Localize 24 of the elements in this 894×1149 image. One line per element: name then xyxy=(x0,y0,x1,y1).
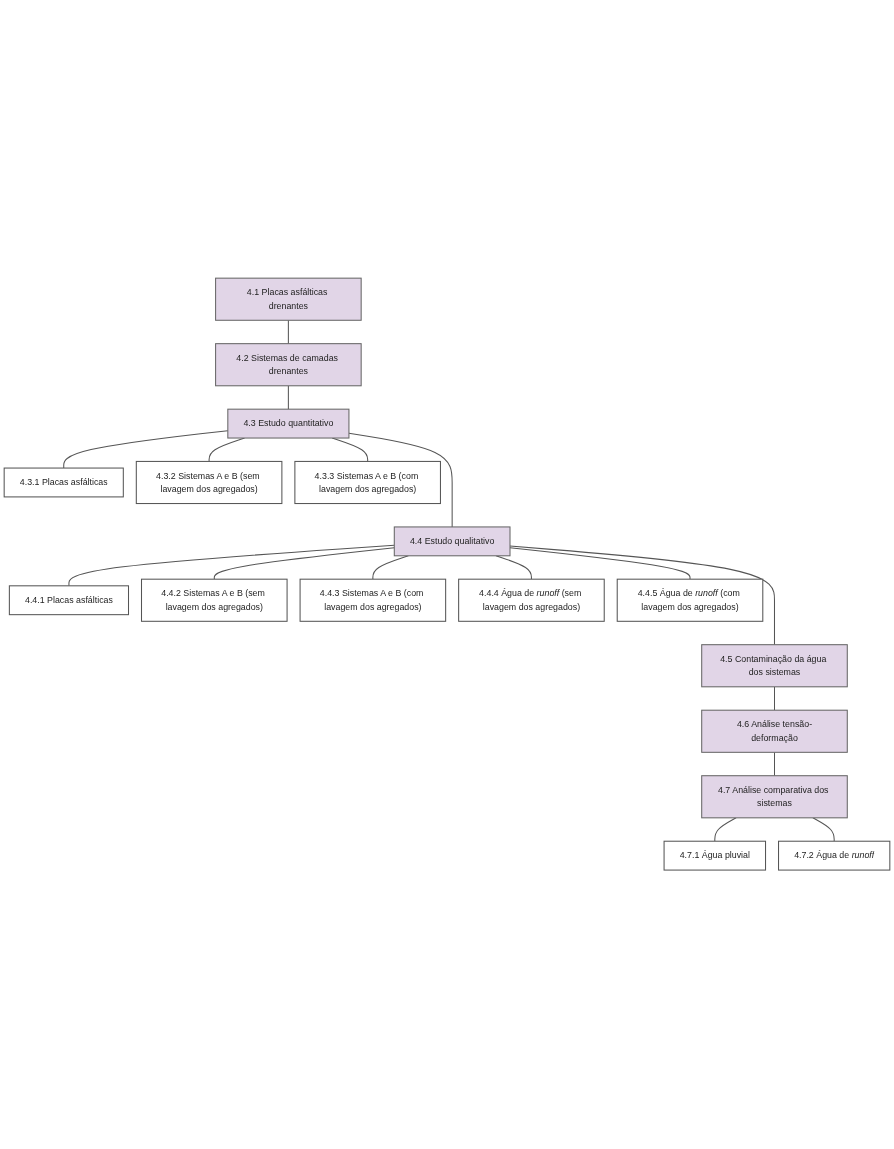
connector xyxy=(68,545,395,587)
connector xyxy=(773,752,775,777)
node-box: 4.3.3 Sistemas A e B (com lavagem dos agregados) xyxy=(294,461,441,505)
node-box: 4.7.2 Água de runoff xyxy=(778,841,891,871)
node-box: 4.4.3 Sistemas A e B (com lavagem dos agregados) xyxy=(299,579,447,623)
node-box: 4.7.1 Água pluvial xyxy=(663,841,767,871)
node-box: 4.4 Estudo qualitativo xyxy=(393,526,511,557)
connector xyxy=(348,433,453,528)
node-box: 4.4.5 Água de runoff (com lavagem dos agregados) xyxy=(616,579,764,623)
connector xyxy=(773,686,775,712)
node-box: 4.3.2 Sistemas A e B (sem lavagem dos agregados) xyxy=(135,461,283,505)
node-box: 4.4.4 Água de runoff (sem lavagem dos agregados) xyxy=(458,579,605,623)
node-box: 4.7 Análise comparativa dos sistemas xyxy=(701,775,848,819)
connector xyxy=(287,320,289,345)
node-box: 4.4.1 Placas asfálticas xyxy=(8,585,130,616)
connector xyxy=(213,547,395,581)
node-box: 4.1 Placas asfálticas drenantes xyxy=(215,278,362,322)
node-box: 4.2 Sistemas de camadas drenantes xyxy=(215,343,362,387)
node-box: 4.4.2 Sistemas A e B (sem lavagem dos agregados) xyxy=(141,579,288,623)
node-box: 4.6 Análise tensão-deformação xyxy=(701,710,848,754)
node-box: 4.3 Estudo quantitativo xyxy=(227,409,350,439)
connector xyxy=(287,385,289,411)
node-box: 4.5 Contaminação da água dos sistemas xyxy=(701,644,848,688)
node-box: 4.3.1 Placas asfálticas xyxy=(3,467,124,498)
